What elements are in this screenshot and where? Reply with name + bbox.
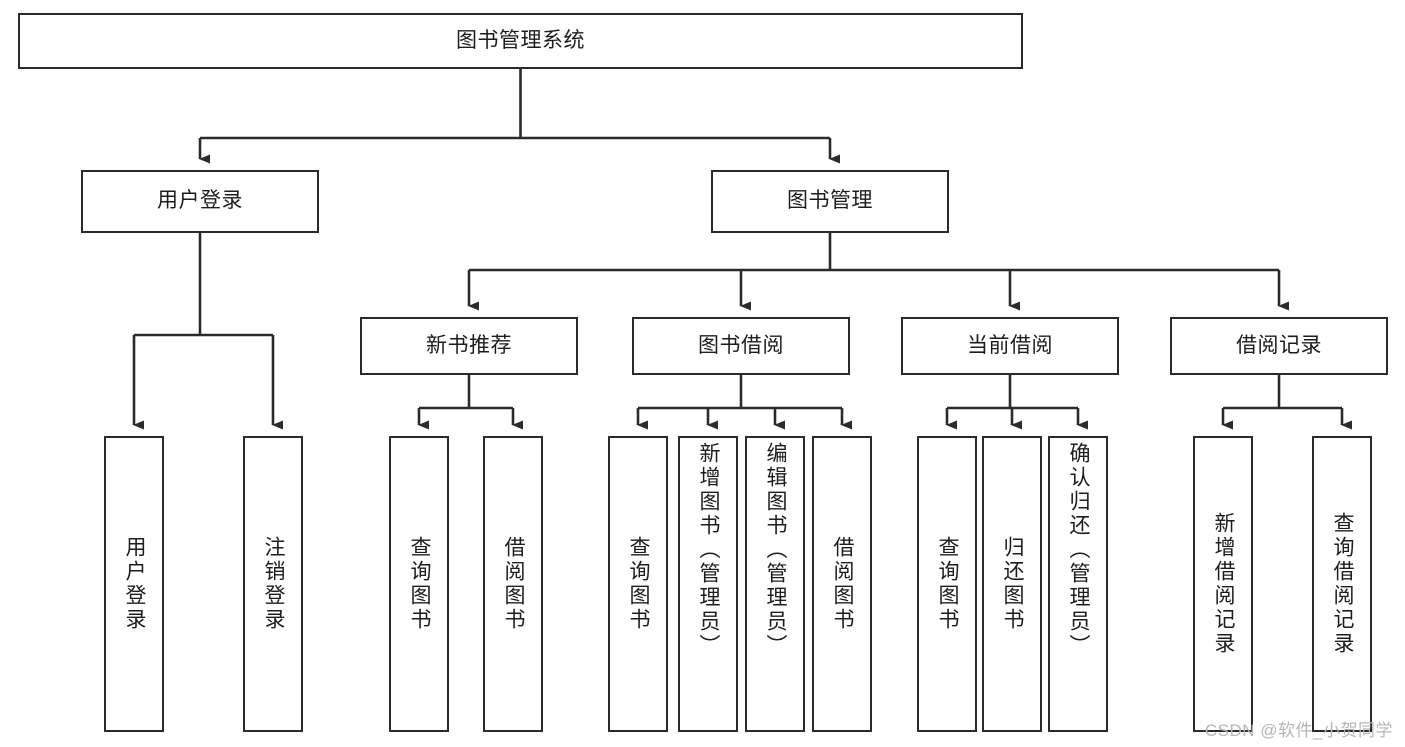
leaf-node-label: 查询图书	[936, 536, 960, 632]
leaf-node-label: 注销登录	[262, 536, 286, 632]
leaf-node-label: 新增图书（管理员）	[697, 442, 721, 658]
leaf-node[interactable]: 注销登录	[243, 436, 303, 732]
node-user-login[interactable]: 用户登录	[81, 170, 319, 233]
leaf-node-label: 新增借阅记录	[1212, 512, 1236, 656]
leaf-node[interactable]: 查询借阅记录	[1312, 436, 1372, 732]
leaf-node[interactable]: 新增借阅记录	[1193, 436, 1253, 732]
leaf-node-label: 查询借阅记录	[1331, 512, 1355, 656]
node-book-borrow[interactable]: 图书借阅	[632, 317, 850, 375]
leaf-node-label: 编辑图书（管理员）	[764, 442, 788, 658]
leaf-node[interactable]: 编辑图书（管理员）	[745, 436, 805, 732]
leaf-node-label: 借阅图书	[502, 536, 526, 632]
leaf-node[interactable]: 借阅图书	[812, 436, 872, 732]
leaf-node[interactable]: 查询图书	[389, 436, 449, 732]
leaf-node[interactable]: 借阅图书	[483, 436, 543, 732]
leaf-node[interactable]: 新增图书（管理员）	[678, 436, 738, 732]
node-current-borrow[interactable]: 当前借阅	[901, 317, 1119, 375]
leaf-node[interactable]: 查询图书	[917, 436, 977, 732]
node-book-management[interactable]: 图书管理	[711, 170, 949, 233]
leaf-node[interactable]: 归还图书	[982, 436, 1042, 732]
leaf-node-label: 借阅图书	[831, 536, 855, 632]
leaf-node[interactable]: 确认归还（管理员）	[1048, 436, 1108, 732]
leaf-node[interactable]: 用户登录	[104, 436, 164, 732]
leaf-node[interactable]: 查询图书	[608, 436, 668, 732]
leaf-node-label: 查询图书	[408, 536, 432, 632]
leaf-node-label: 确认归还（管理员）	[1067, 442, 1091, 658]
node-borrow-records-label: 借阅记录	[1236, 333, 1322, 357]
leaf-node-label: 用户登录	[123, 536, 147, 632]
node-user-login-label: 用户登录	[157, 189, 243, 213]
leaf-node-label: 查询图书	[627, 536, 651, 632]
leaf-node-label: 归还图书	[1001, 536, 1025, 632]
node-root-label: 图书管理系统	[456, 28, 585, 52]
node-borrow-records[interactable]: 借阅记录	[1170, 317, 1388, 375]
node-book-management-label: 图书管理	[787, 189, 873, 213]
node-new-book-recommend-label: 新书推荐	[426, 333, 512, 357]
node-new-book-recommend[interactable]: 新书推荐	[360, 317, 578, 375]
node-root[interactable]: 图书管理系统	[18, 13, 1023, 69]
node-book-borrow-label: 图书借阅	[698, 333, 784, 357]
node-current-borrow-label: 当前借阅	[967, 333, 1053, 357]
